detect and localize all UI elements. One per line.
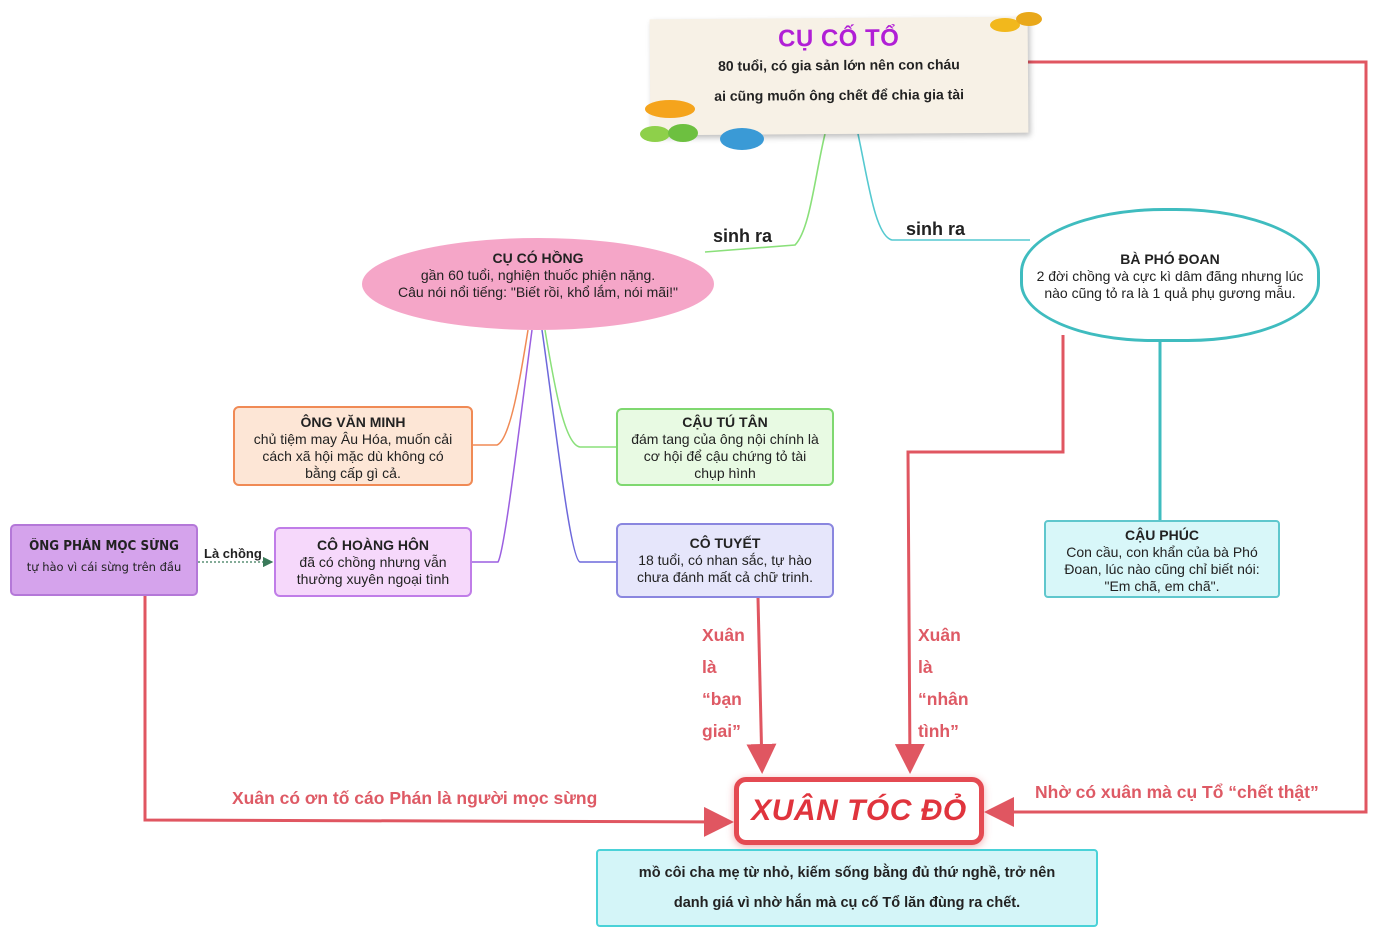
link-hong-tuyet xyxy=(541,329,616,563)
link-hong-tan xyxy=(544,329,616,448)
hon-line: đã có chồng nhưng vẫn xyxy=(299,554,447,570)
label-line: là xyxy=(918,657,933,677)
link-phan-xuan xyxy=(143,596,734,837)
label-nho-co-xuan: Nhờ có xuân mà cụ Tổ “chết thật” xyxy=(1035,782,1319,802)
cu-co-to-line-1: 80 tuổi, có gia sản lớn nên con cháu xyxy=(717,56,960,74)
node-ong-phan-moc-sung: ÔNG PHÁN MỌC SỪNG tự hào vì cái sừng trê… xyxy=(10,524,198,596)
minh-line: bằng cấp gì cả. xyxy=(305,465,401,481)
node-ong-van-minh: ÔNG VĂN MINH chủ tiệm may Âu Hóa, muốn c… xyxy=(233,406,473,486)
doan-line: nào cũng tỏ ra là 1 quả phụ gương mẫu. xyxy=(1044,285,1296,301)
tuyet-line: 18 tuổi, có nhan sắc, tự hào xyxy=(638,552,812,568)
cu-co-to-title: CỤ CỐ TỔ xyxy=(777,24,900,53)
pin-blue-icon xyxy=(720,128,764,150)
minh-title: ÔNG VĂN MINH xyxy=(300,414,406,430)
link-hong-minh xyxy=(473,329,529,446)
phuc-line: "Em chã, em chã". xyxy=(1104,578,1220,594)
node-xuan-toc-do: XUÂN TÓC ĐỎ xyxy=(734,777,984,845)
tan-line: chụp hình xyxy=(694,465,756,481)
link-hong-hon xyxy=(472,329,533,563)
node-co-hoang-hon: CÔ HOÀNG HÔN đã có chồng nhưng vẫn thườn… xyxy=(274,527,472,597)
label-xuan-nhan-tinh: Xuân là “nhân tình” xyxy=(918,619,969,747)
xuan-line: mồ côi cha mẹ từ nhỏ, kiếm sống bằng đủ … xyxy=(638,865,1056,881)
tan-line: đám tang của ông nội chính là xyxy=(631,431,819,447)
doan-title: BÀ PHÓ ĐOAN xyxy=(1120,251,1220,267)
label-line: là xyxy=(702,657,717,677)
pin-yellow-top2-icon xyxy=(1016,12,1042,26)
link-to-to-doan xyxy=(857,133,1030,241)
node-co-tuyet: CÔ TUYẾT 18 tuổi, có nhan sắc, tự hào ch… xyxy=(616,523,834,598)
link-to-xuan xyxy=(984,60,1368,827)
xuan-line: danh giá vì nhờ hắn mà cụ cố Tổ lăn đùng… xyxy=(673,895,1021,911)
cu-co-to-card: CỤ CỐ TỔ 80 tuổi, có gia sản lớn nên con… xyxy=(649,16,1029,136)
node-cau-tu-tan: CẬU TÚ TÂN đám tang của ông nội chính là… xyxy=(616,408,834,486)
tuyet-line: chưa đánh mất cả chữ trinh. xyxy=(637,569,813,585)
label-line: “bạn xyxy=(702,689,742,709)
hong-line: gần 60 tuổi, nghiện thuốc phiện nặng. xyxy=(420,267,656,283)
phan-line: tự hào vì cái sừng trên đầu xyxy=(26,560,182,574)
xuan-description: mồ côi cha mẹ từ nhỏ, kiếm sống bằng đủ … xyxy=(596,849,1098,927)
node-ba-pho-doan: BÀ PHÓ ĐOAN 2 đời chồng và cực kì dâm đã… xyxy=(1020,208,1320,342)
hong-title: CỤ CÓ HỒNG xyxy=(492,250,584,266)
link-doan-xuan xyxy=(894,335,1065,774)
minh-line: chủ tiệm may Âu Hóa, muốn cải xyxy=(253,431,453,447)
hon-line: thường xuyên ngoại tình xyxy=(296,571,450,587)
link-to-to-hong xyxy=(704,133,826,253)
label-line: “nhân xyxy=(918,689,969,709)
label-xuan-ban-giai: Xuân là “bạn giai” xyxy=(702,619,745,747)
pin-green2-left-icon xyxy=(668,124,698,142)
label-line: Xuân xyxy=(702,625,745,645)
tan-line: cơ hội để cậu chứng tỏ tài xyxy=(643,448,807,464)
pin-yellow-top-icon xyxy=(990,18,1020,32)
hon-title: CÔ HOÀNG HÔN xyxy=(317,537,429,553)
doan-line: 2 đời chồng và cực kì dâm đãng nhưng lúc xyxy=(1036,268,1304,284)
tuyet-title: CÔ TUYẾT xyxy=(689,535,761,551)
tan-title: CẬU TÚ TÂN xyxy=(682,414,768,430)
xuan-title: XUÂN TÓC ĐỎ xyxy=(751,794,967,827)
pin-yellow-left-icon xyxy=(645,100,695,118)
label-line: giai” xyxy=(702,721,741,741)
phuc-title: CẬU PHÚC xyxy=(1125,527,1199,543)
phan-title: ÔNG PHÁN MỌC SỪNG xyxy=(29,539,179,554)
node-cau-phuc: CẬU PHÚC Con cầu, con khẩn của bà Phó Đo… xyxy=(1044,520,1280,598)
label-sinh-ra-left: sinh ra xyxy=(713,226,773,246)
minh-line: cách xã hội mặc dù không có xyxy=(262,448,444,464)
label-xuan-to-cao: Xuân có ơn tố cáo Phán là người mọc sừng xyxy=(232,788,598,808)
label-line: Xuân xyxy=(918,625,961,645)
link-tuyet-xuan xyxy=(746,597,777,774)
phuc-line: Đoan, lúc nào cũng chỉ biết nói: xyxy=(1064,561,1260,577)
node-cu-co-hong: CỤ CÓ HỒNG gần 60 tuổi, nghiện thuốc phi… xyxy=(362,238,714,330)
hong-line: Câu nói nổi tiếng: "Biết rồi, khổ lắm, n… xyxy=(398,284,678,300)
label-la-chong: Là chồng xyxy=(204,546,262,561)
label-sinh-ra-right: sinh ra xyxy=(906,219,966,239)
label-line: tình” xyxy=(918,721,959,741)
pin-green-left-icon xyxy=(640,126,670,142)
phuc-line: Con cầu, con khẩn của bà Phó xyxy=(1066,544,1258,560)
cu-co-to-line-2: ai cũng muốn ông chết để chia gia tài xyxy=(714,86,965,104)
